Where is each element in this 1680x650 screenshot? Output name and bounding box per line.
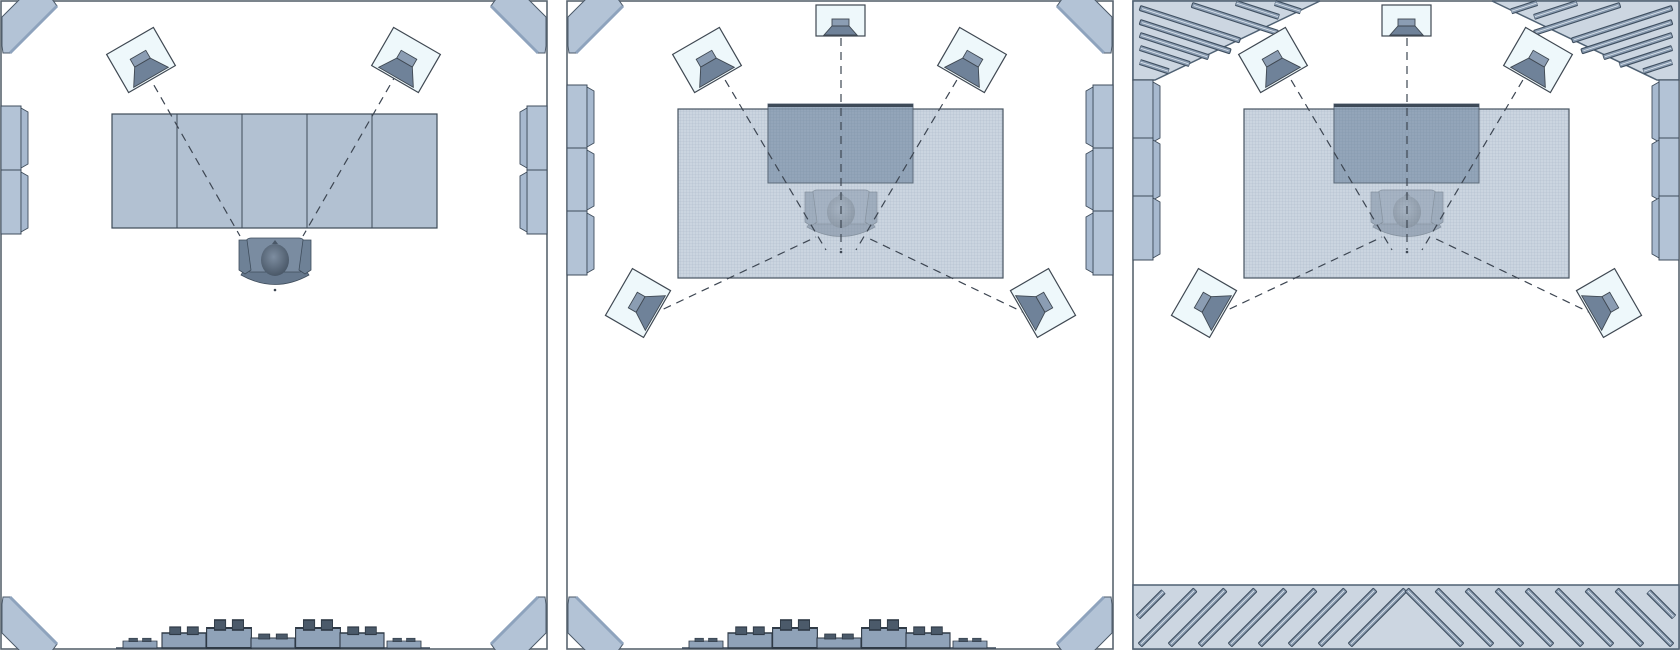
side-absorbers-right — [1085, 84, 1114, 276]
sightlines — [146, 72, 398, 237]
corner-slat-diffuser-left — [1132, 0, 1321, 81]
panel-surround — [566, 0, 1114, 650]
listening-point — [1405, 250, 1409, 254]
side-absorbers-left — [1132, 79, 1161, 261]
panel-stereo — [0, 0, 548, 650]
rear-skyline-diffuser — [682, 619, 996, 649]
rear-skyline-diffuser — [116, 619, 430, 649]
room-outline — [0, 0, 548, 650]
corner-slat-diffuser-right — [1491, 0, 1680, 81]
ceiling-absorber-array — [111, 113, 438, 229]
speaker-center — [815, 4, 866, 37]
panel-surround-diffusers — [1132, 0, 1680, 650]
listener-chair — [238, 237, 312, 285]
sightlines — [650, 38, 1030, 316]
rear-slat-diffuser — [1132, 584, 1680, 650]
side-absorbers-left — [566, 84, 595, 276]
speaker-center — [1381, 4, 1432, 37]
listening-point — [273, 288, 277, 292]
sightlines — [1216, 38, 1596, 316]
listening-point — [839, 250, 843, 254]
side-absorbers-right — [1651, 79, 1680, 261]
